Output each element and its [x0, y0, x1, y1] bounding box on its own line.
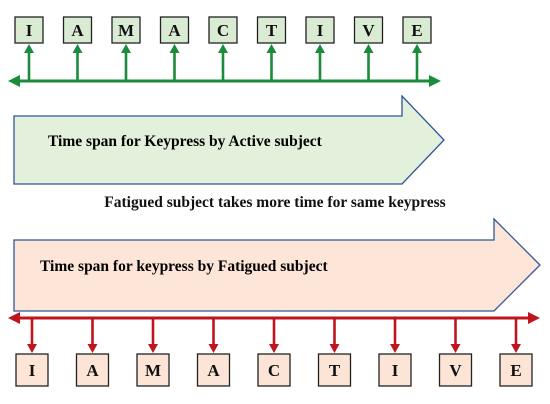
fatigued-time-span-label: Time span for keypress by Fatigued subje…: [40, 258, 328, 275]
active-connector-head: [266, 44, 277, 53]
fatigued-connector-head: [511, 344, 521, 353]
active-letter: I: [26, 21, 33, 40]
active-letter-box: [353, 16, 384, 44]
active-letter-box: [159, 16, 190, 44]
active-letter-box: [208, 16, 238, 44]
active-letter-box: [256, 16, 287, 44]
fatigued-connector-head: [269, 344, 279, 353]
fatigued-letter-box: [75, 353, 110, 387]
active-letter: V: [362, 21, 375, 40]
active-timeline-left-head: [8, 75, 20, 87]
active-connector-head: [315, 44, 325, 53]
fatigue-caption: Fatigued subject takes more time for sam…: [104, 194, 446, 211]
fatigued-letter: A: [86, 361, 99, 380]
fatigued-connector-head: [148, 344, 158, 353]
fatigued-connector-head: [329, 344, 340, 353]
active-time-span-arrow: [13, 94, 445, 185]
active-letter-box: [62, 16, 93, 44]
active-letter: M: [118, 21, 134, 40]
active-connector-head: [169, 44, 180, 53]
active-connector-head: [412, 44, 422, 53]
active-letter-box: [305, 16, 335, 44]
fatigued-letter: M: [145, 361, 161, 380]
fatigued-letter: I: [392, 361, 399, 380]
fatigued-letter-box: [136, 353, 170, 387]
active-connector-head: [72, 44, 83, 53]
fatigued-letter: C: [268, 361, 280, 380]
active-letter: I: [317, 21, 324, 40]
fatigued-timeline-right-head: [528, 312, 540, 324]
active-letter: E: [411, 21, 422, 40]
fatigued-letter-box: [257, 353, 291, 387]
fatigued-timeline-left-head: [8, 312, 20, 324]
active-letter-box: [14, 16, 44, 44]
active-connector-head: [24, 44, 34, 53]
fatigued-letter: A: [207, 361, 220, 380]
fatigued-letter: E: [510, 361, 521, 380]
fatigued-letter-box: [15, 353, 49, 387]
fatigued-connector-head: [208, 344, 219, 353]
fatigued-letter: T: [329, 361, 341, 380]
fatigued-letter-box: [438, 353, 473, 387]
fatigued-connector-head: [87, 344, 98, 353]
fatigued-time-span-arrow: [13, 217, 541, 312]
active-letter-box: [111, 16, 141, 44]
active-timeline-right-head: [429, 75, 441, 87]
fatigued-letter: V: [449, 361, 462, 380]
active-connector-head: [218, 44, 228, 53]
active-connector-head: [363, 44, 374, 53]
fatigued-letter-box: [196, 353, 231, 387]
fatigued-letter-box: [317, 353, 352, 387]
active-time-span-label: Time span for Keypress by Active subject: [48, 133, 323, 150]
active-letter: A: [71, 21, 84, 40]
fatigued-letter-box: [499, 353, 533, 387]
active-letter: T: [266, 21, 278, 40]
fatigued-connector-head: [450, 344, 461, 353]
fatigued-letter: I: [29, 361, 36, 380]
fatigued-connector-head: [390, 344, 400, 353]
active-letter-box: [402, 16, 432, 44]
fatigued-letter-box: [378, 353, 412, 387]
fatigued-connector-head: [27, 344, 37, 353]
active-letter: A: [168, 21, 181, 40]
active-connector-head: [121, 44, 131, 53]
active-letter: C: [217, 21, 229, 40]
